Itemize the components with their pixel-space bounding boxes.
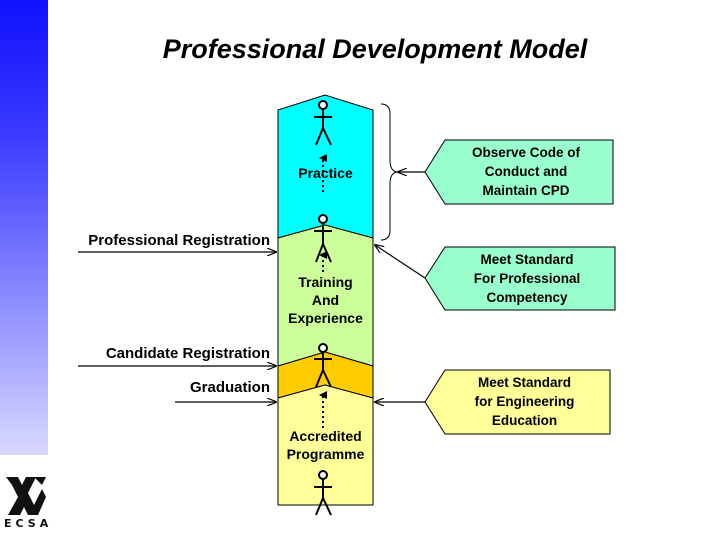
ecsa-logo-icon bbox=[6, 477, 46, 515]
stick-figure-candidate bbox=[314, 343, 332, 388]
requirement-box-education bbox=[424, 369, 611, 435]
logo-text: ECSA bbox=[4, 517, 53, 530]
milestone-candidate-registration: Candidate Registration bbox=[105, 345, 270, 362]
requirement-label-education: Meet Standard for Engineering Education bbox=[474, 375, 575, 428]
arrow-competency-to-training bbox=[375, 245, 426, 279]
requirement-box-cpd bbox=[424, 139, 614, 205]
sidebar-gradient-bar bbox=[0, 0, 48, 455]
stick-figure-bottom bbox=[314, 470, 332, 516]
page-title: Professional Development Model bbox=[162, 34, 588, 64]
stage-label-practice: Practice bbox=[298, 165, 353, 181]
stage-accredited-shape bbox=[277, 384, 374, 506]
stage-label-accredited: Accredited Programme bbox=[286, 428, 365, 462]
stage-label-training: Training And Experience bbox=[288, 274, 363, 326]
milestone-graduation: Graduation bbox=[189, 379, 270, 396]
requirement-label-cpd: Observe Code of Conduct and Maintain CPD bbox=[471, 145, 581, 198]
stick-figure-top bbox=[314, 100, 332, 146]
requirement-label-competency: Meet Standard For Professional Competenc… bbox=[473, 252, 581, 305]
requirement-box-competency bbox=[424, 246, 616, 311]
practice-brace bbox=[380, 103, 399, 241]
milestone-professional-registration: Professional Registration bbox=[88, 232, 270, 249]
